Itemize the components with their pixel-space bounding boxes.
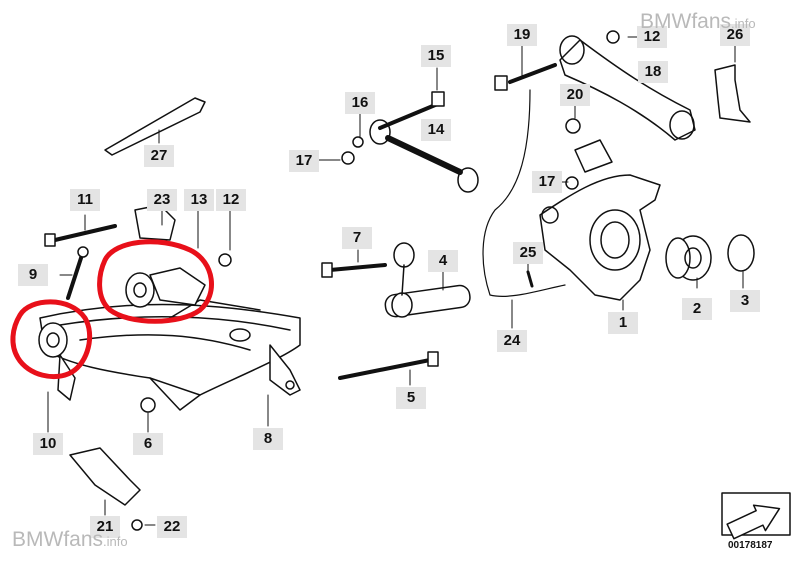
callout-24: 24 [497, 330, 527, 352]
callout-6: 6 [133, 433, 163, 455]
rear-subframe [39, 299, 301, 411]
highlight-circle-front-bushing [10, 299, 93, 380]
callout-14: 14 [421, 119, 451, 141]
watermark-bottom: BMWfans.info [12, 528, 128, 551]
nut-6 [140, 397, 156, 413]
wheel-bearing [665, 235, 712, 281]
callout-21: 21 [90, 516, 120, 538]
nut-12-left [218, 253, 232, 267]
callout-10: 10 [33, 433, 63, 455]
sensor-cable [482, 89, 566, 297]
callout-15: 15 [421, 45, 451, 67]
bolt-22 [131, 519, 143, 531]
wheel-carrier [539, 139, 661, 301]
callout-19: 19 [507, 24, 537, 46]
callout-17-left: 17 [289, 150, 319, 172]
bolt-9 [66, 246, 89, 300]
link-4 [384, 242, 471, 318]
highlight-circle-rear-bushing [97, 239, 214, 324]
nut-17-right [565, 176, 579, 190]
callout-9: 9 [18, 264, 48, 286]
callout-12-top: 12 [637, 26, 667, 48]
callout-17-right: 17 [532, 171, 562, 193]
cable-tie [104, 97, 206, 156]
bolt-7 [321, 262, 387, 278]
callout-25: 25 [513, 242, 543, 264]
nut-12-top [606, 30, 620, 44]
callout-13: 13 [184, 189, 214, 211]
screw-25 [526, 270, 534, 288]
nut-17-left [341, 151, 355, 165]
bolt-5 [338, 351, 439, 380]
callout-2: 2 [682, 298, 712, 320]
bolt-15 [378, 91, 445, 130]
callout-8: 8 [253, 428, 283, 450]
nut-20 [565, 118, 581, 134]
callout-1: 1 [608, 312, 638, 334]
callout-12-left: 12 [216, 189, 246, 211]
callout-20: 20 [560, 84, 590, 106]
callout-4: 4 [428, 250, 458, 272]
watermark-top: BMWfans.info [640, 10, 756, 33]
bolt-19 [494, 63, 557, 91]
washer-16 [352, 136, 364, 148]
callout-26: 26 [720, 24, 750, 46]
callout-16: 16 [345, 92, 375, 114]
callout-23: 23 [147, 189, 177, 211]
callout-22: 22 [157, 516, 187, 538]
callout-5: 5 [396, 387, 426, 409]
subframe-bushing-rear [125, 267, 206, 308]
callout-7: 7 [342, 227, 372, 249]
circlip [727, 234, 755, 272]
callout-18: 18 [638, 61, 668, 83]
bracket-21 [69, 447, 141, 506]
bolt-11 [44, 224, 117, 247]
leader-lines [47, 36, 744, 526]
callout-3: 3 [730, 290, 760, 312]
upper-control-arm [559, 35, 696, 141]
diagram-number: 00178187 [728, 540, 773, 551]
callout-11: 11 [70, 189, 100, 211]
callout-27: 27 [144, 145, 174, 167]
arrow-symbol [721, 492, 791, 540]
retaining-clip [714, 64, 751, 123]
